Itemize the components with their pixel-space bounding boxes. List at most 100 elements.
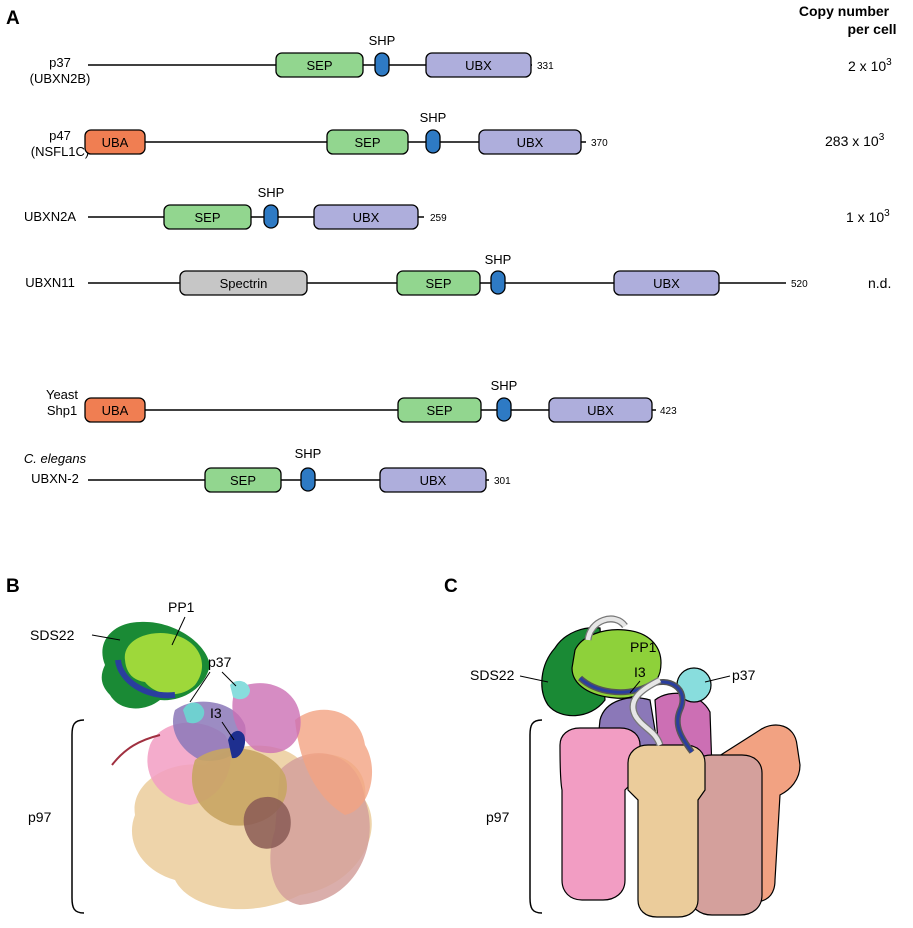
shp-motif xyxy=(425,129,441,154)
protein-row-ubxn11: UBXN11 Spectrin SEP SHP UBX 520 n.d. xyxy=(25,252,891,296)
protein-name: UBXN11 xyxy=(25,275,75,290)
uba-domain xyxy=(84,129,146,155)
ubx-domain-label: UBX xyxy=(465,58,492,73)
shp-motif xyxy=(374,52,390,77)
protein-length: 423 xyxy=(660,406,677,417)
copy-number-header-line1: Copy number xyxy=(799,3,890,19)
sep-domain xyxy=(163,204,252,230)
p37-linker xyxy=(585,616,663,746)
sep-domain xyxy=(396,270,481,296)
leader-i3-c xyxy=(629,680,641,694)
protein-length: 259 xyxy=(430,213,447,224)
protein-alias: Shp1 xyxy=(47,403,77,418)
leader-pp1-b xyxy=(171,616,186,646)
ubx-domain xyxy=(425,52,532,78)
label-p37-c: p37 xyxy=(732,667,756,683)
ubx-domain-label: UBX xyxy=(420,473,447,488)
sep-domain xyxy=(326,129,409,155)
protein-length: 301 xyxy=(494,476,511,487)
ubx-domain-label: UBX xyxy=(353,210,380,225)
label-sds22-b: SDS22 xyxy=(30,627,75,643)
protein-row-shp1: Yeast Shp1 UBA SEP SHP UBX 423 xyxy=(46,378,677,423)
sep-domain xyxy=(397,397,482,423)
p97-rose-subunit xyxy=(689,754,763,916)
ubx-domain-label: UBX xyxy=(587,403,614,418)
label-i3-c: I3 xyxy=(634,664,646,680)
protein-name: p47 xyxy=(49,128,71,143)
copy-number: 283 x 103 xyxy=(825,132,885,149)
ubx-domain xyxy=(613,270,720,296)
shp-motif-label: SHP xyxy=(420,110,447,125)
sep-domain xyxy=(204,467,282,493)
sep-domain-label: SEP xyxy=(425,276,451,291)
sep-domain-label: SEP xyxy=(306,58,332,73)
shp-motif-label: SHP xyxy=(485,252,512,267)
p97-salmon-density xyxy=(295,709,373,815)
leader-sds22-c xyxy=(519,675,549,683)
label-i3-b: I3 xyxy=(210,705,222,721)
protein-row-ubxn2a: UBXN2A SEP SHP UBX 259 1 x 103 xyxy=(24,185,890,230)
leader-p37-b-2 xyxy=(221,671,237,687)
p97-tan-subunit xyxy=(627,744,706,918)
protein-name: p37 xyxy=(49,55,71,70)
shp-motif-label: SHP xyxy=(491,378,518,393)
sep-domain-label: SEP xyxy=(194,210,220,225)
p97-brown-density xyxy=(243,796,291,849)
label-p37-b: p37 xyxy=(208,654,232,670)
protein-row-p47: p47 (NSFL1C) UBA SEP SHP UBX 370 283 x 1… xyxy=(31,110,885,159)
leader-i3-b xyxy=(221,721,235,741)
label-p97-c: p97 xyxy=(486,809,510,825)
ubx-domain xyxy=(548,397,653,423)
label-pp1-b: PP1 xyxy=(168,599,195,615)
protein-row-ubxn-2: C. elegans UBXN-2 SEP SHP UBX 301 xyxy=(24,446,511,493)
copy-number: 2 x 103 xyxy=(848,57,892,74)
bracket-p97-c xyxy=(529,719,543,914)
protein-row-p37: p37 (UBXN2B) SEP SHP UBX 331 2 x 103 xyxy=(30,33,892,86)
shp-motif xyxy=(496,397,512,422)
protein-alias: (UBXN2B) xyxy=(30,71,91,86)
label-sds22-c: SDS22 xyxy=(470,667,515,683)
sep-domain-label: SEP xyxy=(426,403,452,418)
ubx-domain-label: UBX xyxy=(517,135,544,150)
sep-domain-label: SEP xyxy=(230,473,256,488)
uba-domain-label: UBA xyxy=(102,135,129,150)
cryo-em-map xyxy=(101,621,373,910)
p97-pink-subunit xyxy=(559,727,641,901)
leader-p37-c xyxy=(704,675,731,683)
schematic-model xyxy=(541,615,801,918)
ubx-domain xyxy=(313,204,419,230)
p97-magenta-density xyxy=(232,683,301,754)
sds22-blue-band xyxy=(115,659,176,699)
panel-b-label: B xyxy=(6,576,20,597)
protein-length: 331 xyxy=(537,61,554,72)
pp1-density xyxy=(124,632,203,695)
label-p97-b: p97 xyxy=(28,809,52,825)
spectrin-domain-label: Spectrin xyxy=(220,276,268,291)
ubx-domain xyxy=(478,129,582,155)
copy-number-header-line2: per cell xyxy=(847,21,896,37)
leader-sds22-b xyxy=(91,634,121,641)
panel-a-label: A xyxy=(6,8,20,29)
sep-domain-label: SEP xyxy=(354,135,380,150)
protein-alias: (NSFL1C) xyxy=(31,144,90,159)
panel-c-label: C xyxy=(444,576,458,597)
shp-motif xyxy=(300,467,316,492)
protein-name: UBXN-2 xyxy=(31,471,79,486)
ubx-domain-label: UBX xyxy=(653,276,680,291)
bracket-p97-b xyxy=(71,719,85,914)
ubx-domain xyxy=(379,467,487,493)
label-pp1-c: PP1 xyxy=(630,639,657,655)
spectrin-domain xyxy=(179,270,308,296)
uba-domain-label: UBA xyxy=(102,403,129,418)
protein-name: UBXN2A xyxy=(24,209,76,224)
protein-length: 370 xyxy=(591,138,608,149)
i3-strand xyxy=(578,676,694,753)
protein-name: Yeast xyxy=(46,387,78,402)
shp-motif xyxy=(263,204,279,229)
copy-number: n.d. xyxy=(868,275,891,291)
leader-p37-b-1 xyxy=(189,671,211,703)
shp-motif-label: SHP xyxy=(369,33,396,48)
shp-motif-label: SHP xyxy=(295,446,322,461)
p37-density xyxy=(183,702,205,724)
shp-motif-label: SHP xyxy=(258,185,285,200)
